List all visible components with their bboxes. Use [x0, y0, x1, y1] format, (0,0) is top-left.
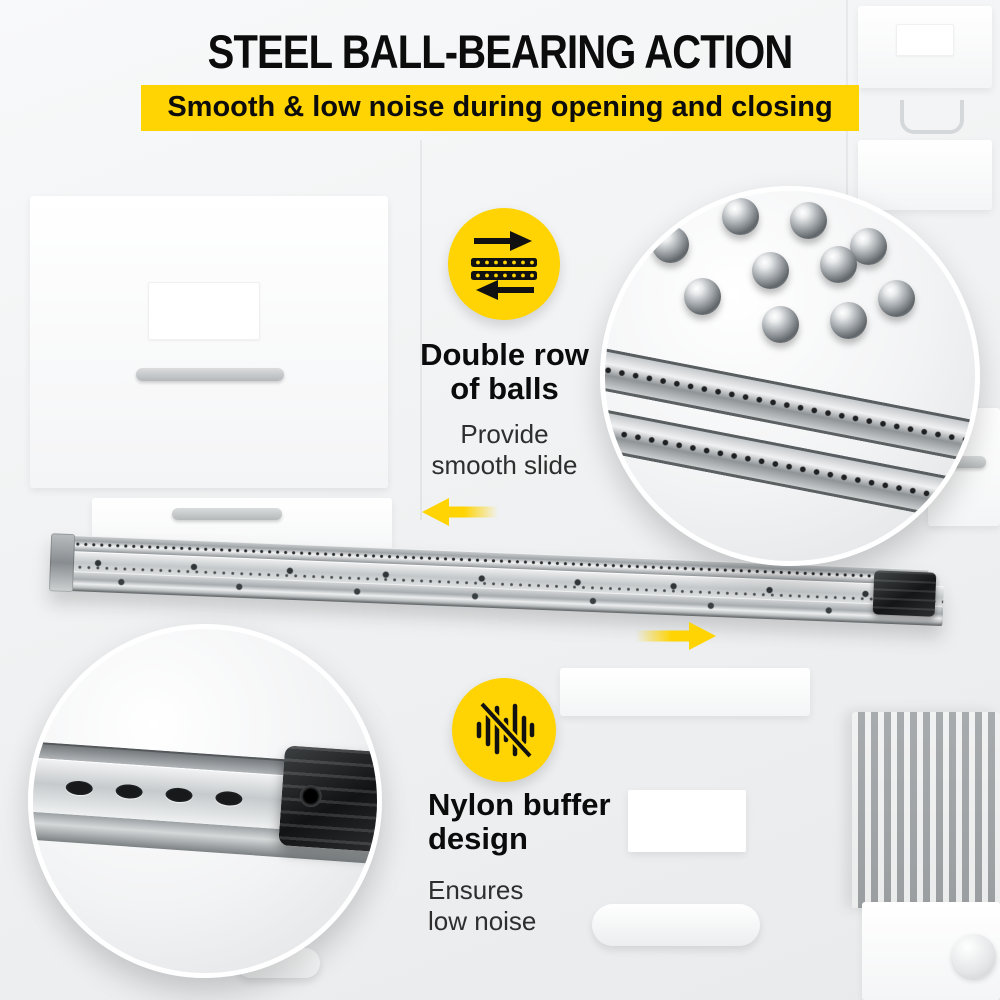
slide-direction-arrow-right: [636, 622, 716, 650]
drawer-pull-handle: [592, 904, 760, 946]
ball-bearing: [820, 246, 857, 283]
ball-bearing: [830, 302, 867, 339]
noise-reduction-icon: [452, 678, 556, 782]
mounting-hole: [214, 790, 243, 807]
double-row-icon-glyph: [471, 231, 537, 300]
ball-bearing: [762, 306, 799, 343]
feature-desc-line: Provide: [460, 419, 549, 450]
drawer-label-holder: [628, 790, 746, 852]
double-row-of-balls-icon: [448, 208, 560, 320]
feature-description: Provide smooth slide: [372, 419, 637, 480]
nylon-buffer-callout: [28, 624, 382, 978]
ball-bearing: [878, 280, 915, 317]
noise-icon-glyph: [476, 700, 535, 760]
slide-direction-arrow-left: [422, 498, 498, 526]
mounting-hole: [65, 780, 94, 796]
page-title: STEEL BALL-BEARING ACTION: [207, 25, 794, 78]
feature-title: Nylon buffer design: [428, 787, 688, 857]
cabinet-drawer-front: [560, 668, 810, 716]
ball-bearing: [790, 202, 827, 239]
feature-nylon-buffer: Nylon buffer design Ensures low noise: [428, 787, 688, 937]
ball-bearing: [652, 226, 689, 263]
open-drawer-hanging-files: [852, 712, 1000, 908]
feature-title-line: of balls: [450, 371, 559, 407]
feature-description: Ensures low noise: [428, 875, 688, 936]
slide-left-end: [48, 533, 76, 593]
feature-desc-line: Ensures: [428, 875, 524, 906]
ball-bearing: [752, 252, 789, 289]
mounting-hole: [115, 783, 144, 800]
ball-bearing: [722, 198, 759, 235]
nylon-buffer-block: [278, 745, 377, 853]
drawer-knob: [952, 934, 996, 978]
slide-rail-closeup: [605, 343, 975, 550]
cabinet-seam: [420, 140, 422, 520]
feature-desc-line: smooth slide: [431, 449, 578, 480]
subtitle-text: Smooth & low noise during opening and cl…: [141, 85, 859, 131]
ball-bearings-callout: [600, 186, 980, 566]
cabinet-drawer-front: [858, 6, 992, 88]
subtitle-banner: Smooth & low noise during opening and cl…: [0, 85, 1000, 131]
large-drawer-front: [30, 196, 388, 488]
feature-title: Double row of balls: [372, 337, 637, 407]
feature-title-line: design: [428, 821, 528, 857]
drawer-wire-handle: [900, 100, 964, 134]
mounting-hole: [165, 787, 193, 803]
drawer-label-holder: [896, 24, 954, 56]
slide-end-closeup: [33, 740, 377, 868]
drawer-label-holder: [148, 282, 260, 340]
feature-double-row: Double row of balls Provide smooth slide: [372, 337, 637, 481]
nylon-buffer-endcap: [872, 570, 937, 617]
cabinet-drawer-front: [858, 140, 992, 210]
feature-desc-line: low noise: [428, 905, 537, 936]
drawer-handle: [136, 368, 284, 381]
drawer-handle: [172, 508, 282, 520]
ball-bearing: [684, 278, 721, 315]
feature-title-line: Nylon buffer: [428, 787, 611, 822]
feature-title-line: Double row: [420, 337, 589, 372]
